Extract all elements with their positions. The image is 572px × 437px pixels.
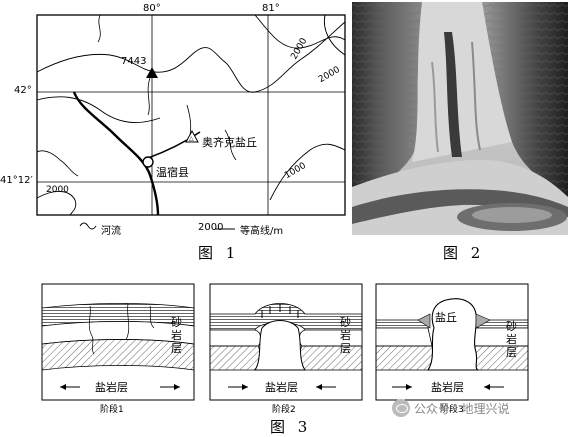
stage1-label: 阶段1 — [100, 405, 124, 415]
lat-label-42: 42° — [14, 85, 32, 96]
stage1-saltrock-label: 盐岩层 — [95, 381, 128, 394]
figure3-diagrams — [41, 283, 529, 401]
figure2-photo — [352, 2, 568, 235]
peak-symbol — [146, 67, 158, 78]
svg-text:△: △ — [189, 135, 194, 142]
river-2 — [36, 150, 79, 177]
stage3-label: 阶段3 — [440, 405, 464, 415]
stage1-diagram — [41, 283, 195, 401]
highway — [72, 91, 160, 216]
river-1 — [97, 14, 101, 43]
legend-contour-label: 等高线/m — [240, 226, 284, 237]
stage2-saltrock-label: 盐岩层 — [265, 381, 298, 394]
river-4 — [224, 129, 237, 161]
contour-ne2 — [323, 14, 346, 56]
legend-contour-value: 2000 — [198, 222, 224, 233]
stage2-label: 阶段2 — [272, 405, 296, 415]
county-label: 温宿县 — [156, 166, 189, 179]
contour-2000-north — [36, 21, 346, 93]
stage3-saltrock-label: 盐岩层 — [431, 381, 464, 394]
county-symbol — [142, 156, 154, 168]
peak-elevation: 7443 — [121, 56, 147, 67]
contour-west — [36, 96, 161, 123]
lon-label-81: 81° — [262, 3, 280, 14]
river-3 — [186, 104, 192, 136]
stage3-sandstone-label: 砂岩层 — [506, 320, 517, 359]
wechat-icon — [392, 399, 410, 417]
lon-label-80: 80° — [143, 3, 161, 14]
stage2-diagram — [209, 283, 363, 401]
contour-2000-sw — [36, 191, 77, 216]
river-5 — [147, 77, 151, 116]
stage3-dome-label: 盐丘 — [435, 311, 457, 324]
watermark: 公众号 · 地理兴说 — [392, 399, 509, 417]
river-legend-icon — [79, 222, 97, 230]
waterfall-streak — [444, 32, 462, 157]
legend-river-label: 河流 — [101, 226, 121, 237]
watermark-text: 公众号 · 地理兴说 — [414, 401, 510, 416]
map-frame — [36, 14, 346, 216]
contour-1000 — [269, 143, 346, 201]
figure2-caption: 图 2 — [443, 244, 485, 262]
stage1-sandstone-label: 砂岩层 — [171, 316, 182, 355]
contour-label-2000-c: 2000 — [46, 185, 69, 195]
contour-2000-ne — [254, 14, 346, 49]
stage3-diagram — [375, 283, 529, 401]
figure3-caption: 图 3 — [270, 418, 312, 436]
salt-hill-symbol — [185, 129, 199, 143]
figure1-map: △ — [36, 14, 346, 230]
lat-label-41-12: 41°12′ — [0, 175, 33, 186]
salt-hill-label: 奥齐克盐丘 — [202, 136, 257, 149]
stage2-sandstone-label: 砂岩层 — [340, 316, 351, 355]
figure1-caption: 图 1 — [198, 244, 240, 262]
road-east — [147, 131, 201, 159]
